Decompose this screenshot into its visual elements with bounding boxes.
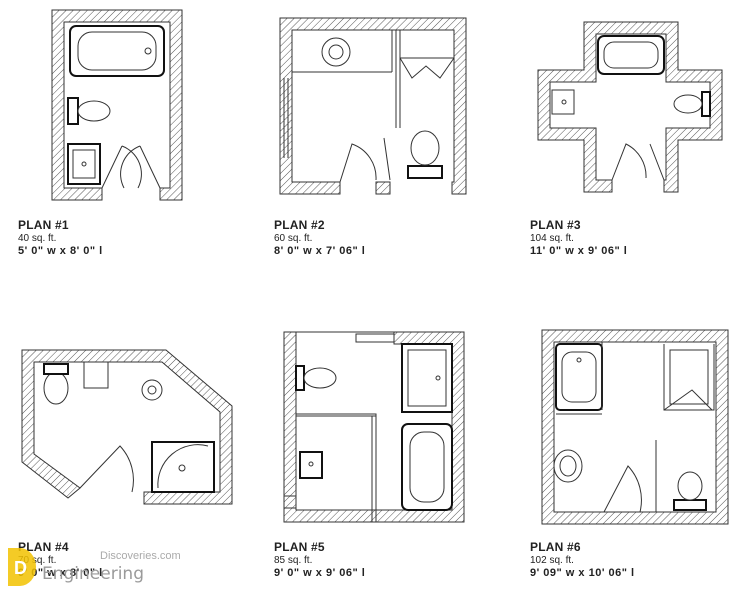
plan-1-drawing xyxy=(51,9,183,201)
toilet-bowl xyxy=(673,94,703,114)
toilet-bowl xyxy=(77,100,111,122)
plan-title: PLAN #1 xyxy=(18,218,69,232)
toilet-bowl xyxy=(677,471,703,501)
plan-area: 104 sq. ft. xyxy=(530,233,574,244)
toilet-bowl xyxy=(410,130,440,166)
toilet-tank xyxy=(407,165,443,179)
plan-5-caption: PLAN #5 85 sq. ft. 9' 0" w x 9' 06" l xyxy=(274,540,365,579)
door xyxy=(611,143,665,181)
plan-1-caption: PLAN #1 40 sq. ft. 5' 0" w x 8' 0" l xyxy=(18,218,103,257)
vanity xyxy=(83,361,109,389)
watermark: D Discoveries.com Engineering xyxy=(6,538,206,590)
shower-stall xyxy=(292,30,393,73)
plan-area: 85 sq. ft. xyxy=(274,555,313,566)
watermark-brand: Engineering xyxy=(42,564,144,584)
door xyxy=(339,137,391,183)
plan-title: PLAN #2 xyxy=(274,218,325,232)
plan-2-drawing xyxy=(279,17,467,195)
watermark-site: Discoveries.com xyxy=(100,550,181,562)
toilet-tank xyxy=(295,365,305,391)
shower-stall xyxy=(663,344,715,411)
plan-3-drawing xyxy=(537,21,723,193)
toilet-bowl xyxy=(43,371,69,405)
plan-area: 102 sq. ft. xyxy=(530,555,574,566)
plan-3-caption: PLAN #3 104 sq. ft. 11' 0" w x 9' 06" l xyxy=(530,218,627,257)
plan-title: PLAN #3 xyxy=(530,218,581,232)
toilet-tank xyxy=(67,97,79,125)
toilet-tank xyxy=(701,91,711,117)
plan-dims: 5' 0" w x 8' 0" l xyxy=(18,245,103,257)
logo-icon: D xyxy=(8,548,36,586)
plan-6-drawing xyxy=(541,329,729,525)
plan-title: PLAN #6 xyxy=(530,540,581,554)
door xyxy=(79,445,134,493)
plan-dims: 9' 0" w x 9' 06" l xyxy=(274,567,366,579)
toilet-tank xyxy=(43,363,69,375)
plan-5-drawing xyxy=(283,331,465,523)
plan-dims: 9' 0" w x 8' 0" l xyxy=(18,567,103,579)
plan-dims: 11' 0" w x 9' 06" l xyxy=(530,245,628,257)
plan-area: 60 sq. ft. xyxy=(274,233,313,244)
toilet-bowl xyxy=(303,367,337,389)
plan-title: PLAN #5 xyxy=(274,540,325,554)
plan-6-caption: PLAN #6 102 sq. ft. 9' 09" w x 10' 06" l xyxy=(530,540,635,579)
door xyxy=(603,465,642,513)
plan-area: 70 sq. ft. xyxy=(18,555,57,566)
plan-area: 40 sq. ft. xyxy=(18,233,57,244)
plan-dims: 8' 0" w x 7' 06" l xyxy=(274,245,366,257)
plan-4-caption: PLAN #4 70 sq. ft. 9' 0" w x 8' 0" l xyxy=(18,540,103,579)
toilet-tank xyxy=(673,499,707,511)
plan-4-drawing xyxy=(21,349,233,505)
plan-2-caption: PLAN #2 60 sq. ft. 8' 0" w x 7' 06" l xyxy=(274,218,365,257)
door xyxy=(101,145,161,189)
plan-title: PLAN #4 xyxy=(18,540,69,554)
svg-text:D: D xyxy=(14,558,27,578)
plan-dims: 9' 09" w x 10' 06" l xyxy=(530,567,635,579)
